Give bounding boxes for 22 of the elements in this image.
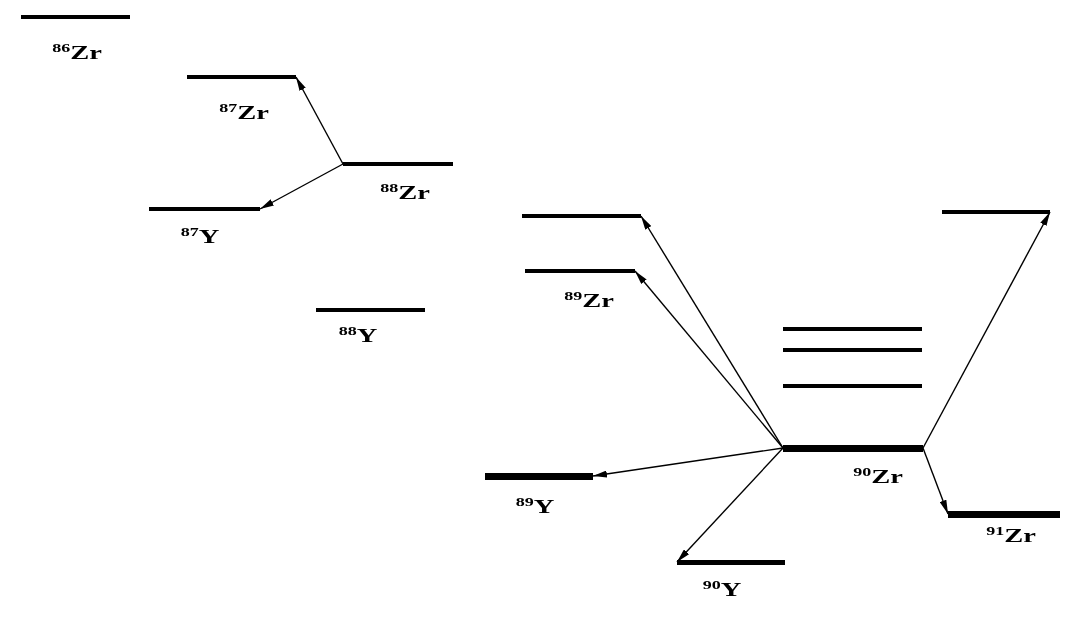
isotope-label: $^{91}$Zr	[986, 526, 1036, 545]
energy-level	[522, 214, 641, 218]
isotope-label: $^{90}$Y	[702, 580, 742, 599]
arrow	[592, 447, 784, 478]
isotope-label: $^{88}$Y	[338, 326, 378, 345]
energy-level	[783, 384, 922, 388]
isotope-label: $^{87}$Zr	[219, 103, 269, 122]
arrow	[676, 447, 784, 563]
isotope-label: $^{88}$Zr	[380, 183, 430, 202]
arrow	[259, 163, 344, 210]
isotope-label: $^{89}$Y	[515, 497, 555, 516]
isotope-label: $^{86}$Zr	[52, 43, 102, 62]
energy-level	[783, 327, 922, 331]
energy-level	[942, 210, 1050, 214]
arrow	[295, 76, 344, 165]
isotope-label: $^{90}$Zr	[853, 467, 903, 486]
energy-level	[783, 348, 922, 352]
isotope-label: $^{87}$Y	[180, 227, 220, 246]
arrow	[634, 270, 784, 449]
arrow	[922, 211, 1051, 449]
isotope-label: $^{89}$Zr	[564, 291, 614, 310]
arrow	[922, 447, 949, 515]
